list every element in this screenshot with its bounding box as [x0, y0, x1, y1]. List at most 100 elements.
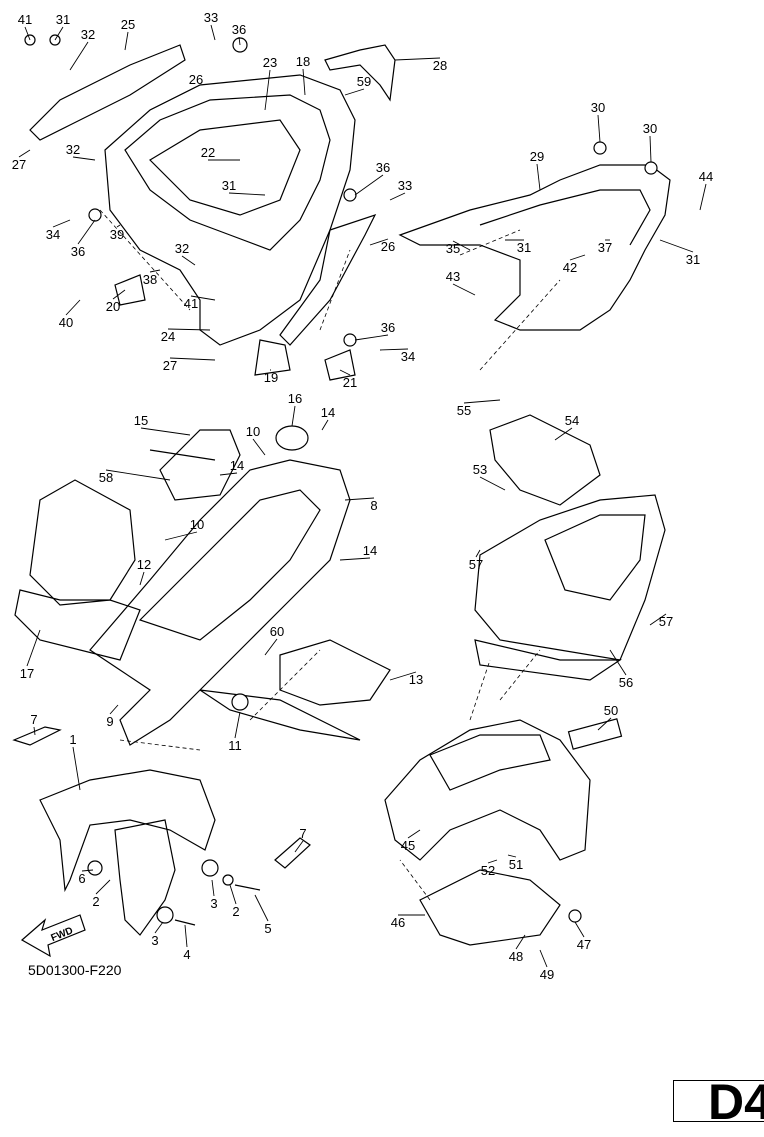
leader-line — [149, 86, 197, 111]
callout-31: 31 — [222, 178, 266, 196]
part-number: 30 — [591, 100, 605, 115]
part-number: 43 — [446, 269, 460, 284]
part-number: 55 — [457, 403, 471, 418]
leader-line — [18, 149, 31, 158]
leader-line — [167, 328, 211, 331]
callout-52: 52 — [481, 859, 498, 878]
part-number: 35 — [446, 241, 460, 256]
leader-line — [124, 31, 129, 51]
leader-line — [33, 726, 36, 736]
callout-33: 33 — [204, 10, 218, 41]
part-number: 26 — [381, 239, 395, 254]
part-number: 11 — [228, 738, 242, 753]
callout-53: 53 — [473, 462, 506, 491]
tail-cowl — [104, 74, 356, 346]
callout-44: 44 — [699, 169, 713, 211]
part-number: 36 — [71, 244, 85, 259]
part-number: 32 — [81, 27, 95, 42]
leader-line — [294, 840, 304, 853]
callout-14: 14 — [321, 405, 335, 431]
leader-line — [379, 348, 409, 351]
callout-26: 26 — [149, 72, 203, 111]
seat-bracket — [398, 164, 671, 331]
callout-59: 59 — [344, 74, 371, 96]
leader-line — [164, 531, 198, 541]
part-number: 3 — [151, 933, 158, 948]
part-number: 9 — [106, 714, 113, 729]
part-number: 14 — [230, 458, 244, 473]
callout-50: 50 — [597, 703, 618, 731]
callout-34: 34 — [46, 219, 71, 242]
callout-13: 13 — [389, 671, 423, 687]
callout-2: 2 — [229, 884, 240, 919]
callout-36: 36 — [71, 219, 96, 259]
part-number: 60 — [270, 624, 284, 639]
callout-47: 47 — [574, 921, 591, 952]
leader-line — [475, 549, 481, 558]
callout-35: 35 — [446, 240, 471, 256]
callout-24: 24 — [161, 328, 211, 344]
callout-32: 32 — [175, 241, 196, 266]
callout-26: 26 — [369, 238, 395, 254]
callout-4: 4 — [183, 924, 191, 962]
leader-line — [597, 717, 612, 731]
part-number: 45 — [401, 838, 415, 853]
leader-line — [321, 419, 329, 431]
leader-line — [452, 283, 476, 296]
callout-57: 57 — [469, 549, 483, 572]
part-number: 31 — [56, 12, 70, 27]
callout-22: 22 — [201, 145, 240, 161]
leader-line — [210, 24, 216, 41]
leader-line — [354, 174, 384, 196]
leader-line — [95, 879, 111, 895]
part-number: 3 — [210, 896, 217, 911]
callout-6: 6 — [78, 869, 94, 886]
part-number: 58 — [99, 470, 113, 485]
leader-line — [649, 613, 667, 626]
leader-line — [139, 571, 145, 586]
callout-20: 20 — [106, 289, 126, 314]
part-number: 59 — [357, 74, 371, 89]
part-number: 21 — [343, 375, 357, 390]
leader-line — [536, 163, 541, 191]
leader-line — [81, 869, 94, 872]
part-number: 32 — [175, 241, 189, 256]
part-outlines — [12, 34, 671, 946]
callout-43: 43 — [446, 269, 476, 296]
leader-line — [190, 295, 216, 301]
part-number: 30 — [643, 121, 657, 136]
part-number: 31 — [686, 252, 700, 267]
callout-57: 57 — [649, 613, 673, 629]
callout-25: 25 — [121, 17, 135, 51]
callout-14: 14 — [219, 458, 244, 476]
part-number: 1 — [69, 732, 76, 747]
page-reference: D4 — [708, 1074, 764, 1130]
part-number: 24 — [161, 329, 175, 344]
part-number: 13 — [409, 672, 423, 687]
leader-line — [54, 26, 64, 41]
leader-line — [394, 57, 441, 61]
leader-line — [369, 238, 389, 246]
part-number: 25 — [121, 17, 135, 32]
callout-41: 41 — [184, 295, 216, 311]
part-number: 17 — [20, 666, 34, 681]
leader-line — [211, 879, 215, 897]
leader-line — [574, 921, 585, 938]
callout-51: 51 — [507, 854, 523, 872]
part-number: 44 — [699, 169, 713, 184]
leader-line — [597, 114, 601, 143]
part-number: 54 — [565, 413, 579, 428]
callout-10: 10 — [246, 424, 266, 456]
rear-fender — [474, 494, 666, 661]
page-reference-box: D4 — [673, 1074, 764, 1130]
callout-5: 5 — [254, 894, 272, 936]
callout-36: 36 — [354, 160, 390, 196]
leader-line — [219, 472, 238, 476]
leader-line — [539, 949, 548, 968]
leader-line — [264, 638, 278, 656]
callout-36: 36 — [354, 320, 395, 341]
part-number: 18 — [296, 54, 310, 69]
leader-line — [264, 69, 271, 111]
leader-line — [339, 557, 371, 561]
callout-18: 18 — [296, 54, 310, 96]
